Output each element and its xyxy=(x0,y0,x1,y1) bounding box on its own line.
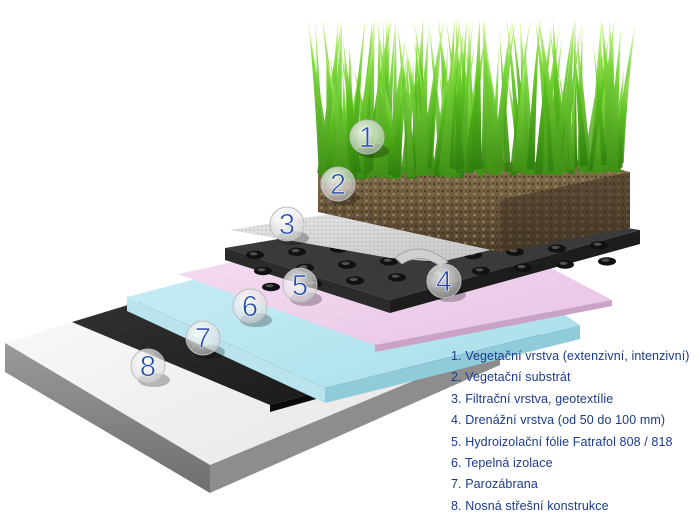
marker-bubble xyxy=(232,288,268,324)
grass-blade xyxy=(509,18,531,176)
grass-blade xyxy=(326,59,351,173)
grass-blade xyxy=(441,26,461,177)
legend-item-1: 1. Vegetační vrstva (extenzivní, intenzi… xyxy=(451,349,690,363)
marker-bubble xyxy=(426,263,462,299)
grass-blade xyxy=(512,57,526,172)
grass-blade xyxy=(526,18,541,170)
grass-blade xyxy=(554,18,575,168)
grass-blade xyxy=(606,26,622,170)
marker-6: 6 xyxy=(232,288,272,327)
layer-2-substrate xyxy=(318,160,630,252)
drainage-dimple-highlight xyxy=(257,268,266,272)
marker-5: 5 xyxy=(282,267,322,306)
legend-item-5: 5. Hydroizolační fólie Fatrafol 808 / 81… xyxy=(451,434,673,449)
grass-blade xyxy=(445,18,465,170)
drainage-dimple-highlight xyxy=(341,261,350,265)
drainage-dimple-highlight xyxy=(299,265,308,269)
marker-number: 5 xyxy=(292,270,308,302)
grass-blade xyxy=(415,25,429,177)
grass-blade xyxy=(307,18,327,175)
marker-2: 2 xyxy=(320,166,360,205)
grass-blade xyxy=(317,18,343,173)
drainage-dimple-highlight xyxy=(559,261,568,265)
layer-1-vegetation xyxy=(307,18,636,182)
marker-number: 4 xyxy=(436,266,452,298)
legend-item-7: 7. Parozábrana xyxy=(451,477,538,492)
marker-3: 3 xyxy=(269,206,309,245)
grass-blade xyxy=(324,80,336,181)
grass-blade xyxy=(438,42,457,174)
legend-item-8: 8. Nosná střešní konstrukce xyxy=(451,498,609,513)
grass-blade xyxy=(470,18,482,170)
marker-4: 4 xyxy=(426,263,466,302)
drainage-dimple-highlight xyxy=(249,252,258,256)
marker-7: 7 xyxy=(185,320,225,359)
marker-bubble xyxy=(282,267,318,303)
grass-blade xyxy=(538,18,564,175)
marker-bubble xyxy=(185,320,221,356)
marker-bubble xyxy=(269,206,305,242)
legend-item-6: 6. Tepelná izolace xyxy=(451,456,553,471)
grass-blade xyxy=(592,40,608,166)
legend-item-2: 2. Vegetační substrát xyxy=(451,370,571,385)
drainage-dimple-highlight xyxy=(517,265,526,269)
grass-blade xyxy=(485,45,505,168)
legend-item-4: 4. Drenážní vrstva (od 50 do 100 mm) xyxy=(451,413,666,428)
marker-bubble xyxy=(320,166,356,202)
marker-number: 6 xyxy=(242,291,258,323)
drainage-dimple-highlight xyxy=(475,268,484,272)
drainage-dimple-highlight xyxy=(349,277,358,281)
marker-bubble xyxy=(130,348,166,384)
grass-blade xyxy=(567,72,576,171)
legend: 1. Vegetační vrstva (extenzivní, intenzi… xyxy=(451,346,690,517)
marker-number: 2 xyxy=(330,169,346,201)
marker-8: 8 xyxy=(130,348,170,387)
layer-markers: 12 3 4 5 67 8 xyxy=(130,119,466,387)
marker-number: 1 xyxy=(359,122,375,154)
drainage-dimple-highlight xyxy=(383,258,392,262)
grass-blade xyxy=(459,18,474,171)
grass-blade xyxy=(534,25,553,175)
grass-blade xyxy=(433,54,454,177)
marker-number: 7 xyxy=(195,323,211,355)
drainage-dimple-highlight xyxy=(593,242,602,246)
grass-blade xyxy=(406,48,415,178)
grass-blade xyxy=(560,21,583,173)
marker-number: 3 xyxy=(279,209,295,241)
drainage-dimple-highlight xyxy=(391,274,400,278)
legend-item-3: 3. Filtrační vrstva, geotextílie xyxy=(451,391,614,406)
drainage-dimple-highlight xyxy=(601,258,610,262)
drainage-dimple-highlight xyxy=(265,284,274,288)
grass-blade xyxy=(559,18,575,173)
marker-bubble xyxy=(349,119,385,155)
marker-number: 8 xyxy=(140,351,156,383)
grass-blade xyxy=(389,53,411,175)
grass-blade xyxy=(582,40,606,174)
drainage-dimple-highlight xyxy=(291,249,300,253)
marker-1: 1 xyxy=(349,119,389,158)
drainage-dimple-highlight xyxy=(551,245,560,249)
